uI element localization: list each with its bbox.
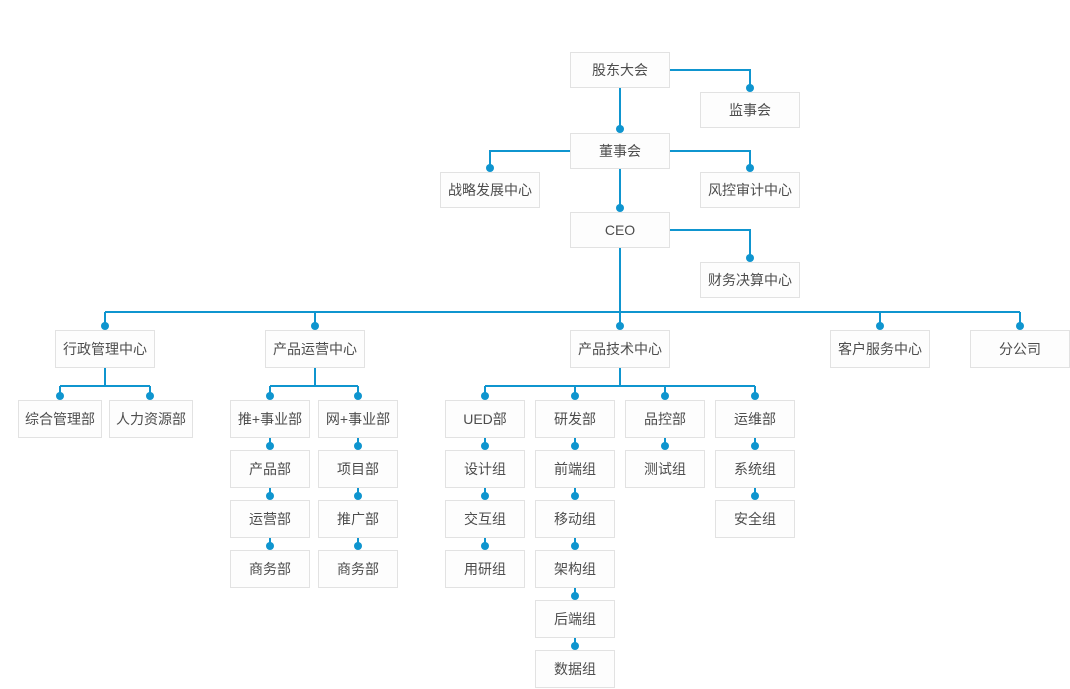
org-node-wang-division[interactable]: 网+事业部 <box>318 400 398 438</box>
org-node-tui-operation-dept[interactable]: 运营部 <box>230 500 310 538</box>
org-node-customer-service-center[interactable]: 客户服务中心 <box>830 330 930 368</box>
org-node-system-team[interactable]: 系统组 <box>715 450 795 488</box>
connector-risk-audit <box>670 150 751 171</box>
org-node-hr-dept[interactable]: 人力资源部 <box>109 400 193 438</box>
org-node-wang-promotion-dept[interactable]: 推广部 <box>318 500 398 538</box>
org-node-tui-product-dept[interactable]: 产品部 <box>230 450 310 488</box>
connector-admin-subtree <box>59 368 151 399</box>
org-node-security-team[interactable]: 安全组 <box>715 500 795 538</box>
org-node-frontend-team[interactable]: 前端组 <box>535 450 615 488</box>
org-node-finance-center[interactable]: 财务决算中心 <box>700 262 800 298</box>
org-node-product-tech-center[interactable]: 产品技术中心 <box>570 330 670 368</box>
org-node-tui-business-dept[interactable]: 商务部 <box>230 550 310 588</box>
org-node-board-of-directors[interactable]: 董事会 <box>570 133 670 169</box>
org-node-architecture-team[interactable]: 架构组 <box>535 550 615 588</box>
org-node-product-ops-center[interactable]: 产品运营中心 <box>265 330 365 368</box>
org-node-backend-team[interactable]: 后端组 <box>535 600 615 638</box>
org-node-qc-dept[interactable]: 品控部 <box>625 400 705 438</box>
connector-strategy <box>489 150 570 171</box>
connector-ops-subtree <box>269 368 359 399</box>
org-node-wang-project-dept[interactable]: 项目部 <box>318 450 398 488</box>
org-node-shareholders-meeting[interactable]: 股东大会 <box>570 52 670 88</box>
org-node-tui-division[interactable]: 推+事业部 <box>230 400 310 438</box>
connector-dots <box>56 84 1024 650</box>
org-node-risk-audit-center[interactable]: 风控审计中心 <box>700 172 800 208</box>
connector-tech-subtree <box>484 368 756 399</box>
org-node-data-team[interactable]: 数据组 <box>535 650 615 688</box>
org-node-wang-business-dept[interactable]: 商务部 <box>318 550 398 588</box>
org-node-design-team[interactable]: 设计组 <box>445 450 525 488</box>
org-node-mobile-team[interactable]: 移动组 <box>535 500 615 538</box>
connector-finance <box>670 229 751 261</box>
org-node-user-research-team[interactable]: 用研组 <box>445 550 525 588</box>
org-node-test-team[interactable]: 测试组 <box>625 450 705 488</box>
org-node-general-admin-dept[interactable]: 综合管理部 <box>18 400 102 438</box>
connector-supervisory <box>670 69 751 91</box>
org-node-om-dept[interactable]: 运维部 <box>715 400 795 438</box>
org-node-rd-dept[interactable]: 研发部 <box>535 400 615 438</box>
org-node-branch-company[interactable]: 分公司 <box>970 330 1070 368</box>
org-node-admin-center[interactable]: 行政管理中心 <box>55 330 155 368</box>
org-node-supervisory-board[interactable]: 监事会 <box>700 92 800 128</box>
org-node-strategy-center[interactable]: 战略发展中心 <box>440 172 540 208</box>
org-node-ceo[interactable]: CEO <box>570 212 670 248</box>
org-node-interaction-team[interactable]: 交互组 <box>445 500 525 538</box>
org-node-ued-dept[interactable]: UED部 <box>445 400 525 438</box>
